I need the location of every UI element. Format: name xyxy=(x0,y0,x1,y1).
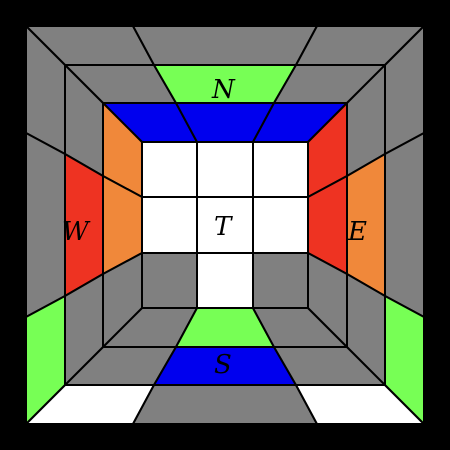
top-face-cell-r3c3 xyxy=(252,252,309,309)
top-face-cell-r3c1 xyxy=(141,252,198,309)
top-face-cell-r1c2 xyxy=(196,141,254,198)
top-face-cell-r3c2 xyxy=(196,252,254,309)
top-face-cell-r2c3 xyxy=(252,196,309,254)
label-top: T xyxy=(214,212,233,242)
top-face-cell-r1c1 xyxy=(141,141,198,198)
label-south: S xyxy=(214,350,232,380)
label-east: E xyxy=(347,217,367,247)
left-outer-tile-2 xyxy=(25,132,66,318)
top-face-cell-r1c3 xyxy=(252,141,309,198)
bottom-outer-tile-2 xyxy=(132,384,318,425)
label-west: W xyxy=(62,217,91,247)
top-outer-tile-2 xyxy=(132,25,318,66)
top-face-cell-r2c1 xyxy=(141,196,198,254)
label-north: N xyxy=(211,75,236,105)
right-outer-tile-2 xyxy=(384,132,425,318)
